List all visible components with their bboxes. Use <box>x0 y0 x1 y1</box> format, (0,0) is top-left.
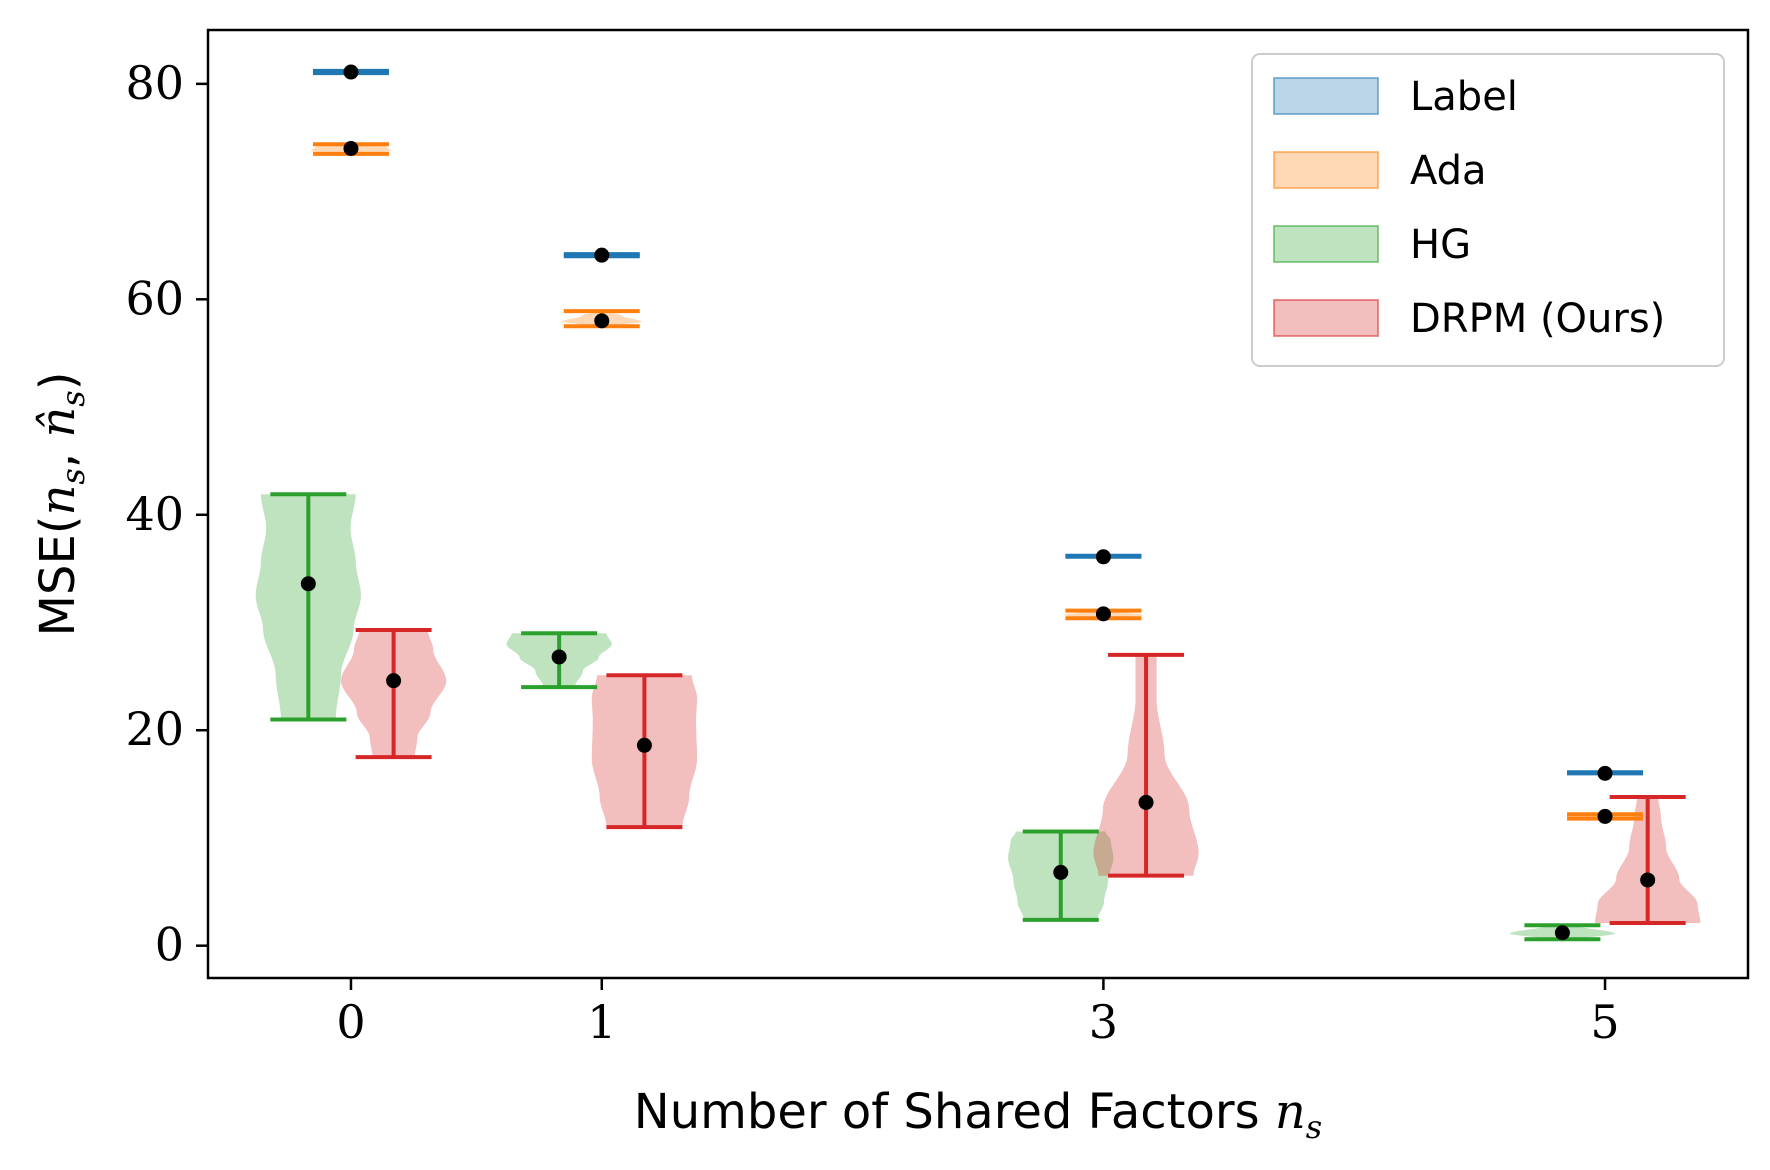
violin-mean-point <box>1597 765 1613 781</box>
plot-frame <box>206 28 1750 980</box>
legend-swatch <box>1273 151 1379 189</box>
x-axis-label-subscript: s <box>1306 1108 1322 1146</box>
legend-swatch <box>1273 225 1379 263</box>
y-tick-label: 0 <box>155 918 184 972</box>
y-axis-label-prefix: MSE( <box>30 516 86 637</box>
violin-mean-point <box>594 313 610 329</box>
violin-mean-point <box>636 737 652 753</box>
x-axis-label-text: Number of Shared Factors <box>634 1084 1260 1140</box>
violin-mean-point <box>300 576 316 592</box>
violin-mean-point <box>1053 864 1069 880</box>
x-axis-label-symbol: n <box>1275 1084 1306 1140</box>
violin-mean-point <box>1554 925 1570 941</box>
violin-mean-point <box>1640 872 1656 888</box>
violin-mean-point <box>343 64 359 80</box>
legend-label: DRPM (Ours) <box>1410 296 1665 342</box>
violin-mean-point <box>551 649 567 665</box>
tick-layer: 0 20 40 60 80 0 1 3 5 <box>125 56 1619 1049</box>
legend-swatch <box>1273 77 1379 115</box>
x-tick-label: 0 <box>336 995 365 1049</box>
x-axis-label: Number of Shared Factors ns <box>634 1084 1322 1146</box>
marker-layer <box>270 64 1686 942</box>
y-tick-label: 80 <box>125 56 184 110</box>
legend-swatch <box>1273 299 1379 337</box>
violin-mean-point <box>386 673 402 689</box>
violin-mean-point <box>1095 549 1111 565</box>
y-axis-label-symbol-1: n <box>30 485 86 516</box>
violin-mean-point <box>594 247 610 263</box>
y-axis-label-subscript-2: s <box>54 390 92 406</box>
violin-mean-point <box>1138 794 1154 810</box>
y-axis-label-symbol-2: n̂ <box>30 407 86 438</box>
legend-label: HG <box>1410 222 1471 268</box>
y-axis-label: MSE(ns, n̂s) <box>30 372 92 637</box>
y-axis-label-suffix: ) <box>30 372 86 391</box>
y-tick-label: 60 <box>125 271 184 325</box>
y-tick-label: 40 <box>125 487 184 541</box>
violin-mean-point <box>1095 606 1111 622</box>
violin-mean-point <box>1597 808 1613 824</box>
legend-frame <box>1251 53 1725 367</box>
legend-label: Ada <box>1410 148 1487 194</box>
violin-mean-point <box>343 141 359 156</box>
y-axis-label-subscript-1: s <box>54 468 92 484</box>
y-axis-label-comma: , <box>30 438 86 469</box>
x-tick-label: 5 <box>1590 995 1619 1049</box>
x-tick-label: 3 <box>1089 995 1118 1049</box>
y-tick-label: 20 <box>125 702 184 756</box>
x-tick-label: 1 <box>587 995 616 1049</box>
legend-label: Label <box>1410 74 1518 120</box>
